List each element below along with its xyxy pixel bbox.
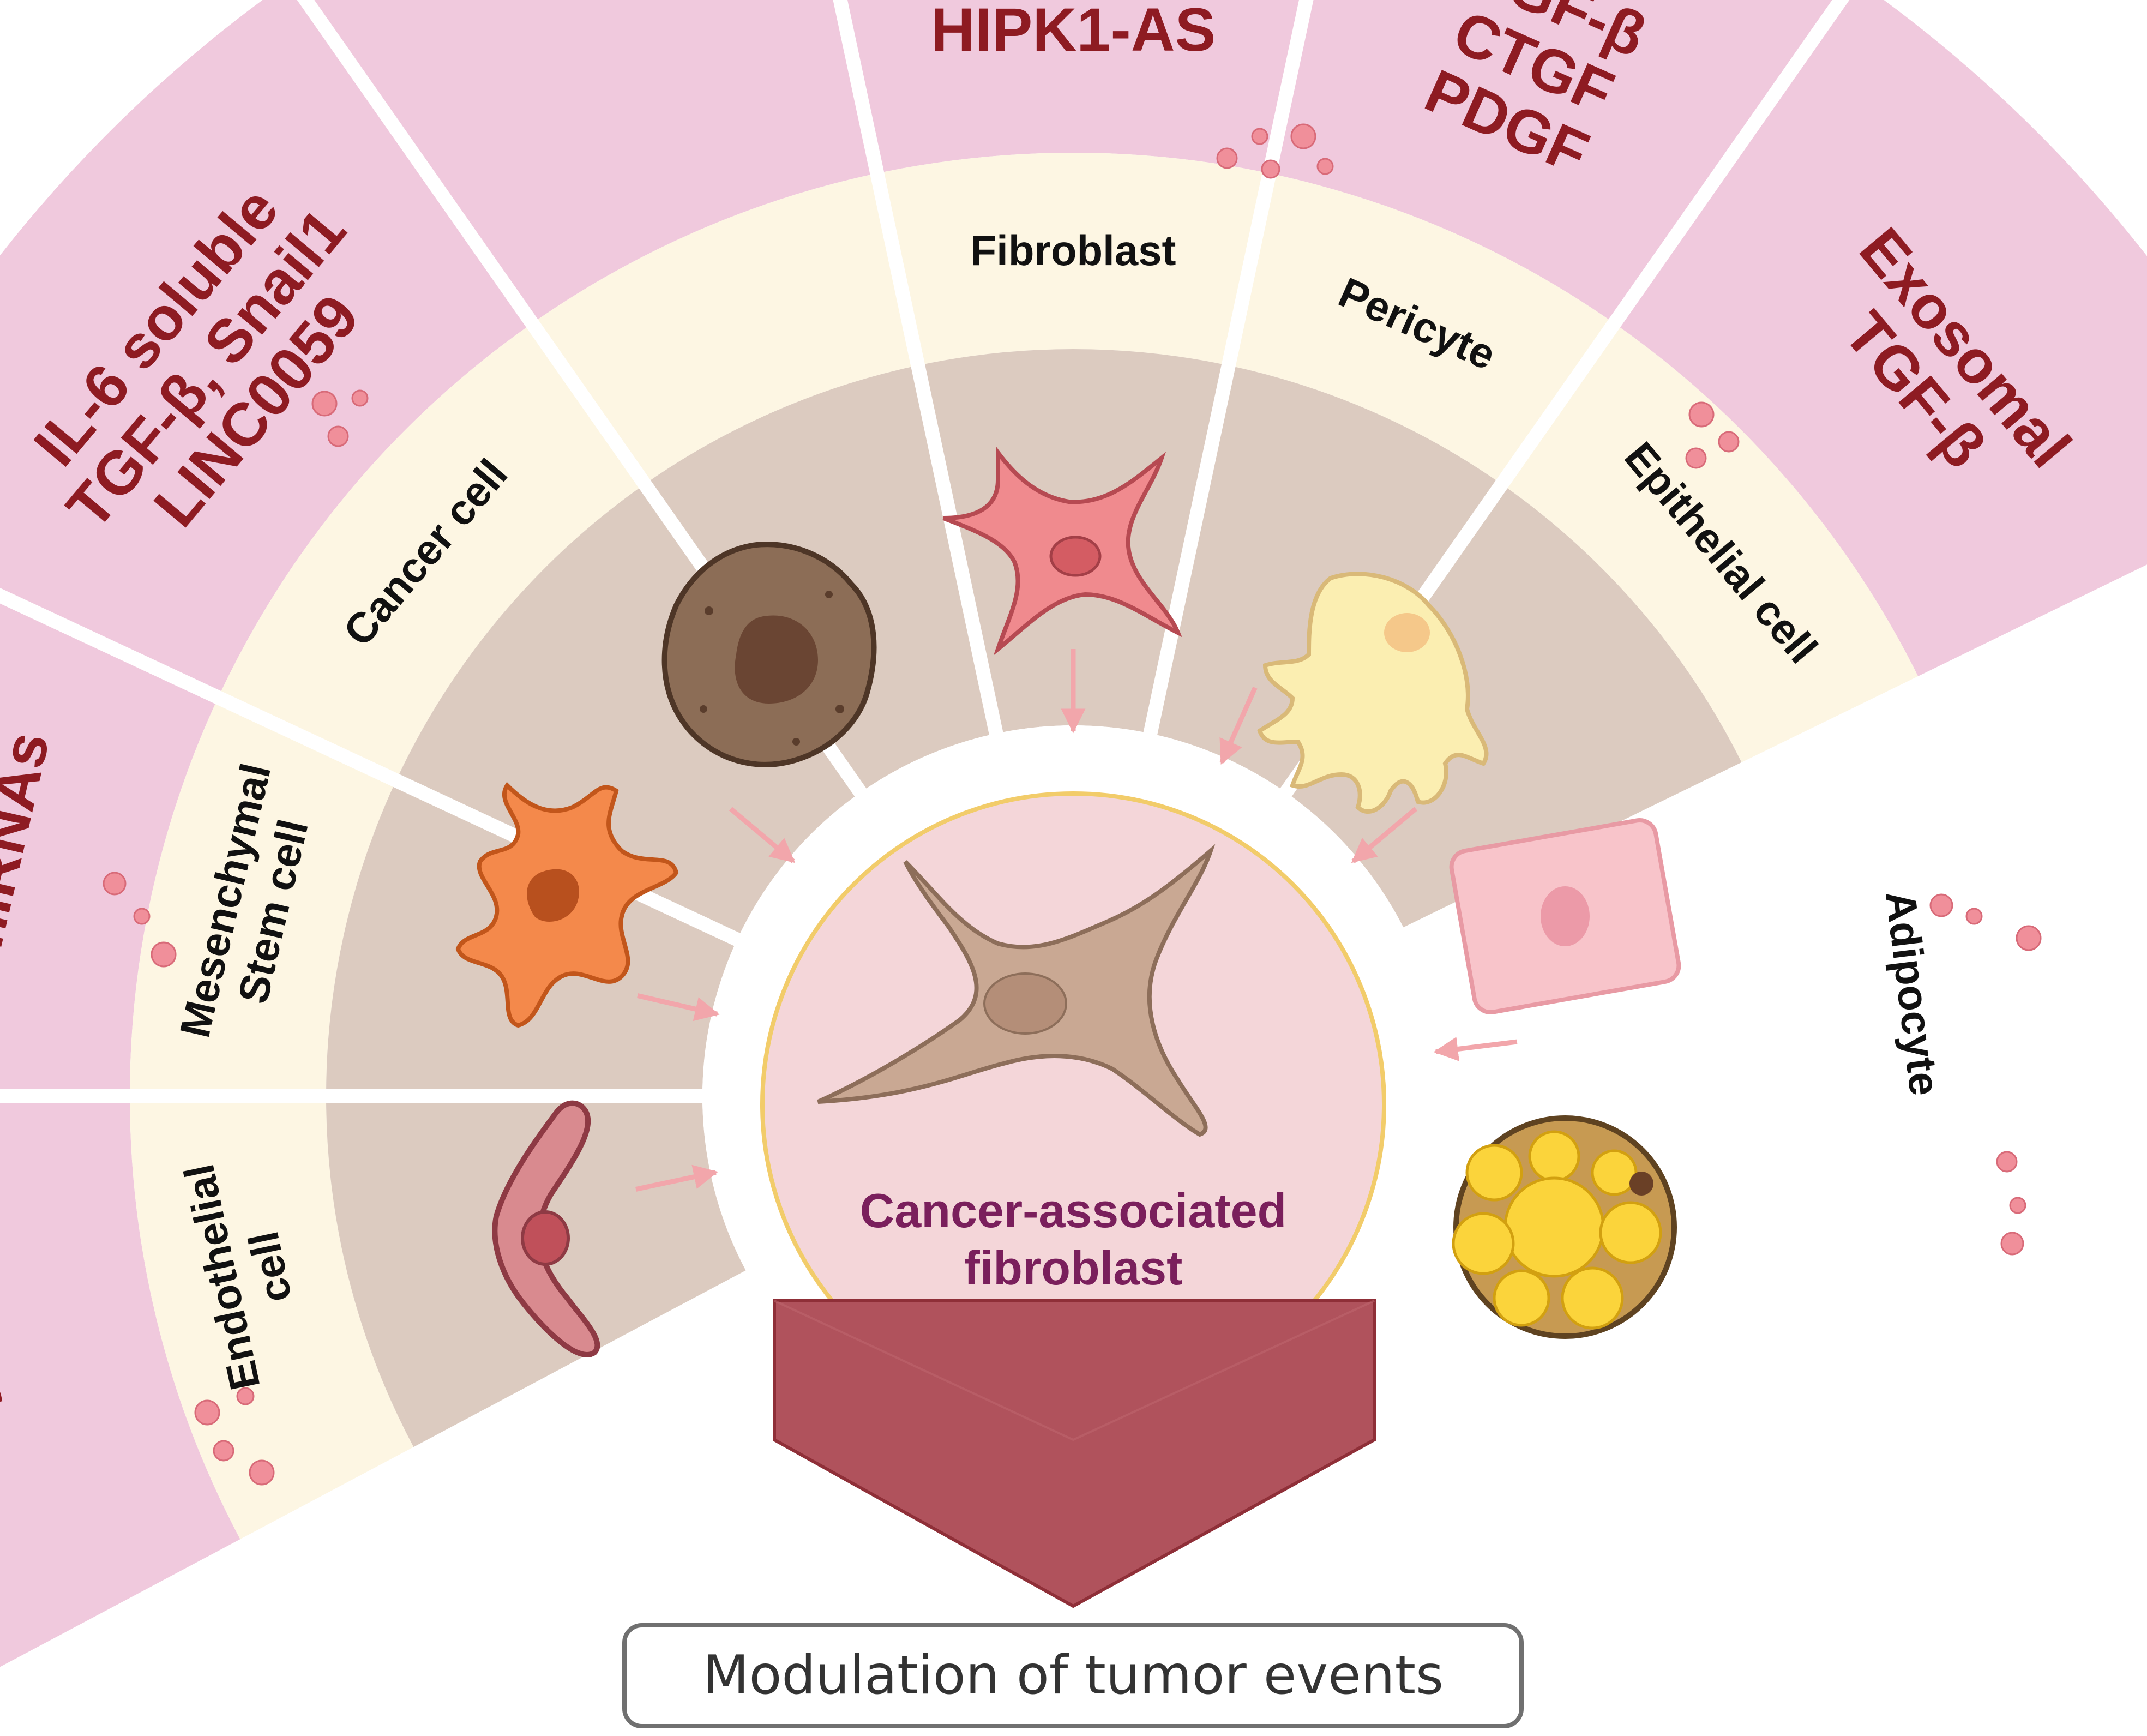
- middle-ring-pericyte: [877, 153, 1270, 365]
- recruitment-arrows: [635, 649, 1518, 1192]
- cell-label-fibroblast: Fibroblast: [970, 226, 1176, 274]
- center-label-line1: Cancer-associated: [860, 1184, 1287, 1238]
- arrow-epithelial: [1351, 807, 1418, 863]
- factor-label-fibroblast-line2: HIPK1-AS: [931, 0, 1216, 64]
- center-caf: Cancer-associated fibroblast: [760, 791, 1386, 1417]
- center-label-line2: fibroblast: [964, 1241, 1183, 1295]
- outer-ring-msc: [0, 596, 219, 1096]
- arrow-adipocyte: [1433, 1037, 1518, 1061]
- sector-pericyte: [840, 0, 1307, 734]
- outer-ring-epithelial: [1269, 0, 1841, 323]
- outer-ring-cancer: [0, 0, 532, 698]
- outcome-box: [622, 1623, 1524, 1728]
- outer-ring-adipocyte: [1614, 0, 2147, 683]
- endothelial-cell-icon: [492, 1100, 600, 1357]
- outcome-label: Modulation of tumor events: [703, 1644, 1444, 1707]
- middle-ring-adipocyte: [1501, 323, 1921, 769]
- arrow-cancer: [729, 807, 796, 863]
- inner-ring-epithelial: [1150, 365, 1502, 792]
- arrow-endothelial: [635, 1164, 719, 1192]
- separator-4: [1142, 0, 1314, 741]
- outer-ring-pericyte: [840, 0, 1307, 173]
- sector-cancer: [0, 0, 861, 940]
- cell-label-fibroblast-line0: Fibroblast: [970, 226, 1176, 274]
- middle-ring-endothelial: [130, 1096, 414, 1540]
- middle-ring-msc: [130, 697, 396, 1096]
- cell-label-adipocyte: Adipocyte: [1877, 888, 1949, 1098]
- separator-3: [833, 0, 1005, 741]
- cancer-cell-icon: [661, 542, 877, 767]
- arrow-msc: [637, 993, 720, 1022]
- middle-ring-fibroblast: [532, 173, 918, 484]
- sector-endothelial: [0, 1096, 746, 1667]
- epithelial-cell-icon: [1449, 818, 1681, 1014]
- chevron-notch: [774, 1300, 1375, 1441]
- outer-ring-endothelial: [0, 1096, 240, 1667]
- cell-illustrations: [455, 446, 1681, 1357]
- pericyte-icon: [1257, 572, 1489, 814]
- fibroblast-icon: [942, 446, 1182, 656]
- sector-epithelial: [1150, 0, 1841, 792]
- vesicle-dots: [103, 123, 2042, 1486]
- outer-ring-fibroblast: [305, 0, 877, 323]
- outcome-chevron: [773, 1299, 1376, 1608]
- factor-label-fibroblast: TGF-βLPAHIPK1-AS: [931, 0, 1216, 64]
- sector-msc: [0, 596, 737, 1096]
- arrow-pericyte: [1219, 687, 1258, 765]
- middle-ring-cancer: [218, 323, 645, 781]
- adipocyte-icon: [1452, 1115, 1677, 1339]
- mesenchymal-stem-cell-icon: [455, 782, 679, 1028]
- inner-ring-cancer: [396, 484, 861, 940]
- middle-ring-epithelial: [1228, 173, 1615, 484]
- cell-label-adipocyte-line0: Adipocyte: [1877, 888, 1949, 1098]
